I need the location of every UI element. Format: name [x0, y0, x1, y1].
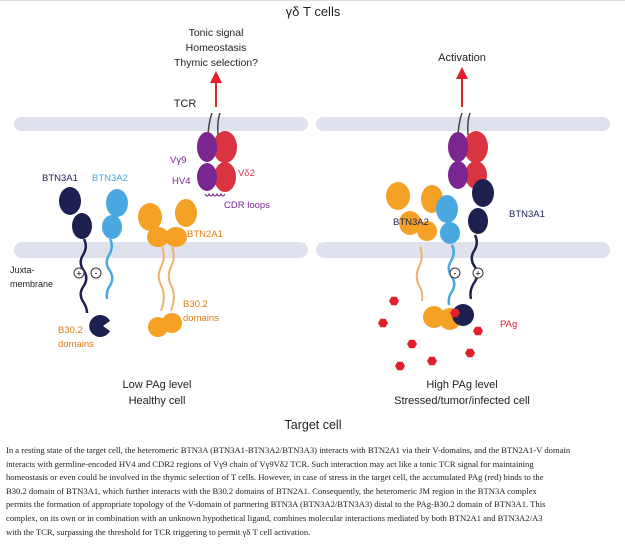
pag-molecule: [389, 296, 399, 306]
tcr-right: [448, 112, 488, 189]
svg-text:Vδ2: Vδ2: [238, 168, 255, 179]
svg-text:-: -: [95, 268, 98, 278]
pag-label: PAg: [500, 319, 517, 330]
right-state: High PAg level Stressed/tumor/infected c…: [394, 379, 530, 407]
btn3a2-left: [102, 189, 128, 300]
svg-text:-: -: [454, 268, 457, 278]
svg-text:B30.2: B30.2: [183, 299, 208, 310]
caption-line: homeostasis or even could be involved in…: [6, 472, 544, 483]
svg-text:CDR loops: CDR loops: [224, 200, 270, 211]
svg-text:domains: domains: [58, 339, 94, 350]
charge-right: - +: [449, 267, 484, 279]
svg-text:BTN2A1: BTN2A1: [187, 229, 223, 240]
caption-line: with the TCR, surpassing the threshold f…: [6, 526, 311, 537]
svg-text:HV4: HV4: [172, 176, 190, 187]
caption-line: In a resting state of the target cell, t…: [6, 445, 571, 455]
svg-text:+: +: [76, 269, 81, 279]
svg-text:+: +: [475, 269, 480, 279]
pag-molecule: [407, 339, 417, 349]
svg-text:Thymic selection?: Thymic selection?: [174, 57, 258, 69]
svg-text:BTN3A1: BTN3A1: [42, 173, 78, 184]
svg-text:Tonic signal: Tonic signal: [189, 27, 244, 39]
svg-text:Homeostasis: Homeostasis: [186, 42, 247, 54]
tcr-label: TCR: [174, 98, 197, 110]
btn2a1-left: [138, 199, 197, 337]
left-signal-text: Tonic signal Homeostasis Thymic selectio…: [174, 27, 258, 69]
pag-molecule: [378, 318, 388, 328]
activation-label: Activation: [438, 52, 486, 64]
target-cell-membrane: [14, 242, 610, 258]
pag-molecules: [378, 296, 483, 371]
tcr-labels: Vγ9 HV4 Vδ2 CDR loops: [170, 155, 270, 211]
btn-labels-right: BTN3A2 BTN3A1: [393, 209, 545, 228]
pag-molecule: [473, 326, 483, 336]
pag-molecule: [395, 361, 405, 371]
svg-text:membrane: membrane: [10, 279, 53, 289]
btn-labels-left: BTN3A1 BTN3A2 BTN2A1: [42, 173, 223, 240]
caption-line: interacts with germline-encoded HV4 and …: [6, 458, 534, 469]
svg-text:BTN3A2: BTN3A2: [92, 173, 128, 184]
btn3a2-right: [436, 195, 460, 306]
caption-line: complex, on its own or in combination wi…: [6, 512, 543, 523]
juxtamembrane-label: Juxta- membrane: [10, 265, 53, 289]
pag-molecule: [465, 348, 475, 358]
pag-molecule: [450, 308, 460, 318]
t-cell-membrane: [14, 117, 610, 131]
b302-labels-left: B30.2 domains B30.2 domains: [58, 299, 219, 350]
svg-text:Low PAg level: Low PAg level: [123, 379, 192, 391]
svg-text:BTN3A1: BTN3A1: [509, 209, 545, 220]
svg-text:High PAg level: High PAg level: [426, 379, 497, 391]
pag-molecule: [427, 356, 437, 366]
svg-text:Stressed/tumor/infected cell: Stressed/tumor/infected cell: [394, 395, 530, 407]
svg-text:domains: domains: [183, 313, 219, 324]
svg-text:Healthy cell: Healthy cell: [129, 395, 186, 407]
svg-text:Vγ9: Vγ9: [170, 155, 186, 166]
caption-line: permits the formation of appropriate top…: [6, 499, 546, 510]
svg-text:Juxta-: Juxta-: [10, 265, 35, 275]
caption-line: B30.2 domain of BTN3A1, which further in…: [6, 485, 537, 496]
figure-caption: In a resting state of the target cell, t…: [6, 444, 621, 539]
tcr-left: [197, 112, 237, 197]
left-state: Low PAg level Healthy cell: [123, 379, 192, 407]
btn2a1-right: [386, 182, 461, 330]
charge-left: + -: [73, 267, 102, 279]
svg-text:B30.2: B30.2: [58, 325, 83, 336]
target-cell-label: Target cell: [285, 418, 342, 432]
title: γδ T cells: [286, 4, 341, 19]
diagram: γδ T cells Tonic signal Homeostasis Thym…: [10, 4, 610, 432]
btn3a1-left: [59, 187, 110, 338]
svg-text:BTN3A2: BTN3A2: [393, 217, 429, 228]
